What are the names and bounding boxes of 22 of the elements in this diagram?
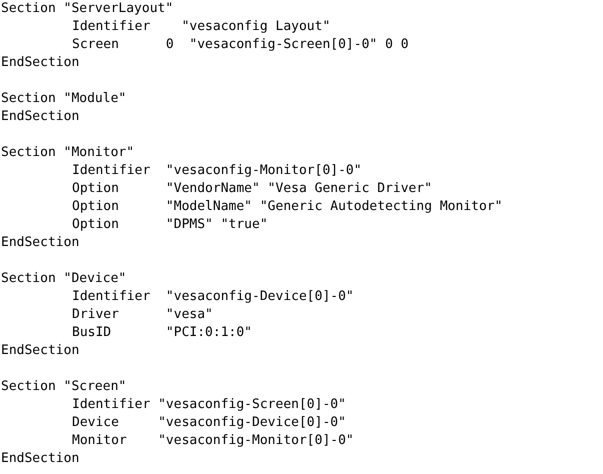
- config-line: Monitor "vesaconfig-Monitor[0]-0": [72, 432, 354, 450]
- config-line: Option "ModelName" "Generic Autodetecting Monitor": [72, 198, 502, 216]
- config-line: Identifier "vesaconfig-Screen[0]-0": [72, 396, 346, 414]
- config-line: Option "DPMS" "true": [72, 216, 268, 234]
- config-line: Identifier "vesaconfig-Device[0]-0": [72, 288, 354, 306]
- config-line: Section "Module": [1, 90, 126, 108]
- config-line: Section "ServerLayout": [1, 0, 174, 18]
- config-line: Section "Monitor": [1, 144, 134, 162]
- config-line: Device "vesaconfig-Device[0]-0": [72, 414, 346, 432]
- config-line: Identifier "vesaconfig-Monitor[0]-0": [72, 162, 362, 180]
- config-line: Driver "vesa": [72, 306, 213, 324]
- config-line: Screen 0 "vesaconfig-Screen[0]-0" 0 0: [72, 36, 409, 54]
- config-line: EndSection: [1, 450, 80, 468]
- config-line: EndSection: [1, 234, 80, 252]
- config-line: Section "Screen": [1, 378, 126, 396]
- config-line: BusID "PCI:0:1:0": [72, 324, 252, 342]
- config-line: Section "Device": [1, 270, 126, 288]
- config-line: Option "VendorName" "Vesa Generic Driver": [72, 180, 432, 198]
- config-line: EndSection: [1, 108, 80, 126]
- config-line: EndSection: [1, 54, 80, 72]
- config-line: EndSection: [1, 342, 80, 360]
- config-line: Identifier "vesaconfig Layout": [72, 18, 330, 36]
